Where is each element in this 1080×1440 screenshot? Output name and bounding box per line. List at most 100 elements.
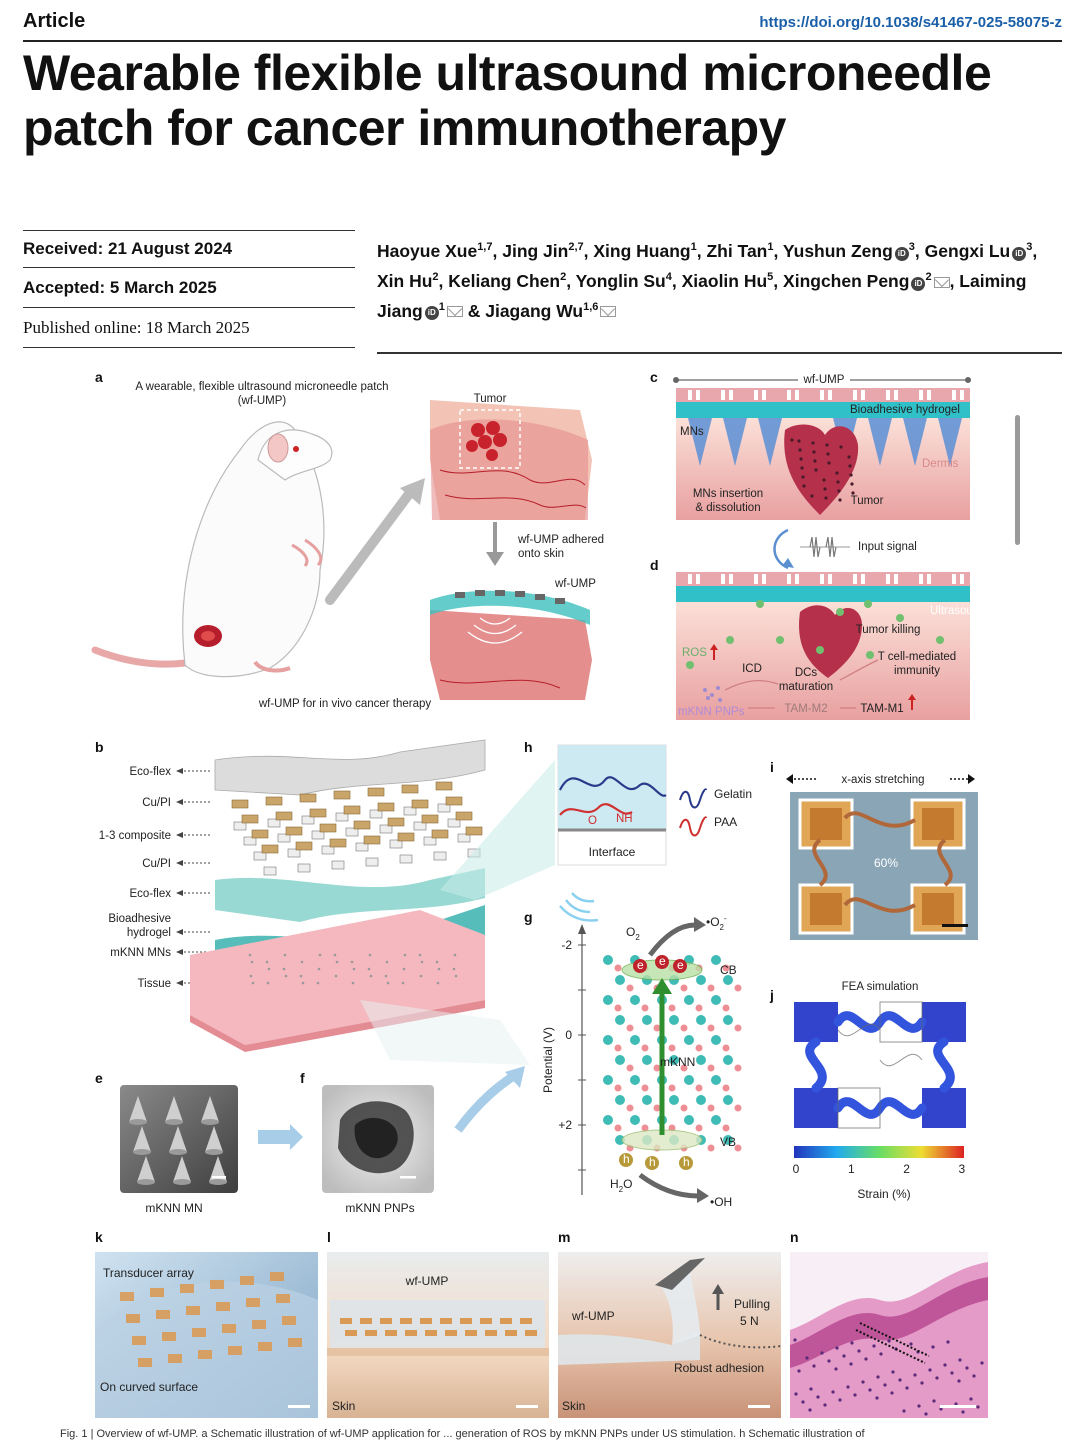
author-name[interactable]: Zhi Tan [706, 240, 768, 261]
potential-axis-label: Potential (V) [541, 1027, 555, 1093]
author-name[interactable]: Haoyue Xue [377, 240, 478, 261]
orcid-icon[interactable]: iD [911, 276, 926, 291]
vb-label: VB [720, 1135, 736, 1149]
microneedle-dot [420, 960, 424, 964]
microneedle [205, 1126, 223, 1152]
lattice-atom [614, 1004, 622, 1012]
insertion-label: MNs insertion [693, 488, 763, 500]
transducer-element [282, 1316, 296, 1325]
email-icon[interactable] [446, 306, 463, 318]
electrode [421, 814, 439, 824]
transducer-element [480, 1318, 492, 1324]
electron-label: e [659, 954, 666, 968]
svg-text:O2: O2 [626, 925, 640, 942]
electrode-cell [762, 390, 766, 400]
lattice-atom [695, 1004, 703, 1012]
electrode [261, 844, 279, 854]
electrode-cell [721, 390, 725, 400]
lattice-atom [603, 1075, 613, 1085]
transducer-array-label: Transducer array [103, 1266, 194, 1280]
icd-label: ICD [742, 663, 762, 675]
cell-nucleus [820, 1351, 824, 1355]
lattice-atom [684, 995, 694, 1005]
tumor-dot [812, 450, 816, 454]
author-name[interactable]: Keliang Chen [448, 270, 561, 291]
microneedle [938, 418, 962, 466]
lattice-atom [723, 975, 733, 985]
electron-label: e [637, 958, 644, 972]
patched-tissue-block [430, 590, 592, 700]
lattice-atom [626, 1024, 634, 1032]
panel-label: h [524, 739, 533, 755]
lattice-atom [669, 1015, 679, 1025]
author-name[interactable]: Yonglin Su [575, 270, 666, 291]
orcid-icon[interactable]: iD [424, 306, 439, 321]
electrode-cell [820, 390, 824, 400]
lattice-atom [723, 1055, 733, 1065]
electrode-cell [729, 390, 733, 400]
lattice-atom [615, 1015, 625, 1025]
panel-label: e [95, 1070, 103, 1086]
author-name[interactable]: Xin Hu [377, 270, 433, 291]
scrollbar[interactable] [1015, 415, 1020, 545]
wfump-label: wf-UMP [571, 1309, 615, 1323]
author-name[interactable]: Yushun Zeng [782, 240, 893, 261]
author-name[interactable]: Laiming Jiang [377, 270, 1027, 321]
transducer-element [162, 1332, 176, 1341]
electrode-cell [919, 574, 923, 584]
microneedle-dot [384, 974, 388, 978]
colorbar-tick-label: 2 [903, 1162, 910, 1176]
transducer-element [380, 1318, 392, 1324]
wfump-label: wf-UMP [554, 578, 596, 590]
cell-nucleus [875, 1396, 879, 1400]
electrode-cell [729, 574, 733, 584]
lattice-atom [696, 975, 706, 985]
microneedle [165, 1096, 183, 1122]
transducer-element [922, 893, 954, 925]
curved-surface-label: On curved surface [100, 1380, 198, 1394]
author-name[interactable]: Gengxi Lu [924, 240, 1011, 261]
layer-label: Tissue [138, 978, 171, 990]
cell-nucleus [879, 1352, 883, 1356]
transducer-element [460, 1318, 472, 1324]
force-label: 5 N [740, 1314, 759, 1328]
cell-nucleus [883, 1383, 887, 1387]
interface-label: Interface [589, 845, 636, 859]
author-name[interactable]: Xiaolin Hu [681, 270, 768, 291]
orcid-icon[interactable]: iD [894, 246, 909, 261]
author-name[interactable]: Xing Huang [593, 240, 691, 261]
cell-nucleus [850, 1341, 854, 1345]
strain-colorbar [794, 1146, 964, 1158]
authors-rule [377, 352, 1062, 354]
doi-link[interactable]: https://doi.org/10.1038/s41467-025-58075… [759, 14, 1062, 31]
microneedle-base [129, 1119, 147, 1125]
email-icon[interactable] [933, 276, 950, 288]
electrode [295, 841, 313, 851]
orcid-icon[interactable]: iD [1012, 246, 1027, 261]
ros-dot [816, 646, 824, 654]
transducer-element [440, 1318, 452, 1324]
panel-label: f [300, 1070, 305, 1086]
maturation-label: maturation [779, 681, 833, 693]
microneedle-dot [352, 967, 356, 971]
composite-pillar [335, 812, 349, 822]
composite-pillar [321, 845, 335, 855]
author-name[interactable]: Xingchen Peng [783, 270, 910, 291]
layer-label: Eco-flex [129, 888, 171, 900]
leader-arrow [176, 768, 183, 774]
author-name[interactable]: Jiagang Wu [485, 300, 584, 321]
lattice-atom [615, 1135, 625, 1145]
panel-f: f mKNN PNPs [300, 1070, 434, 1215]
author-name[interactable]: Jing Jin [502, 240, 569, 261]
transducer-element [198, 1350, 212, 1359]
lattice-atom [696, 1055, 706, 1065]
down-arrow-head [486, 552, 504, 566]
received-date: Received: 21 August 2024 [23, 230, 355, 268]
lattice-atom [614, 1124, 622, 1132]
email-icon[interactable] [600, 306, 617, 318]
pnp-dot [718, 698, 722, 702]
wfump-label: wf-UMP [803, 374, 845, 386]
cell-nucleus [876, 1375, 880, 1379]
lattice-atom [615, 975, 625, 985]
